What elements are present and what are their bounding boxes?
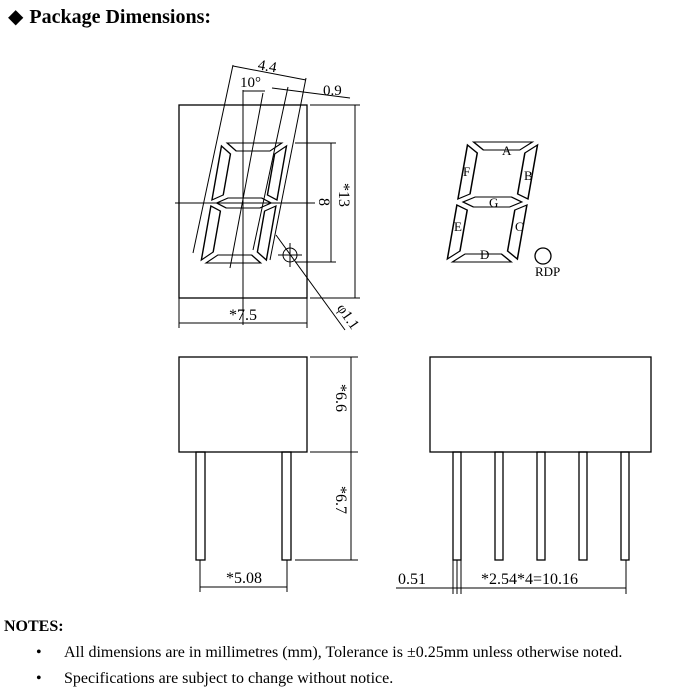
dim-pin-label: *6.7	[332, 486, 349, 514]
dim-width-label: *7.5	[229, 307, 257, 324]
dim-body-label: *6.6	[332, 384, 349, 412]
dim-dot-label: φ1.1	[333, 301, 362, 333]
segment-e-label: E	[454, 219, 462, 234]
note-text: All dimensions are in millimetres (mm), …	[64, 644, 623, 661]
bottom-view: 0.51 *2.54*4=10.16	[396, 356, 652, 594]
segment-diagram: A B F G E C D RDP	[446, 141, 560, 279]
segment-g-label: G	[489, 195, 498, 210]
section-title: ◆Package Dimensions:	[8, 4, 211, 29]
note-text: Specifications are subject to change wit…	[64, 670, 394, 687]
decimal-point	[534, 247, 552, 265]
dim-pitch-label: *2.54*4=10.16	[481, 571, 578, 588]
dim-pin-span-label: *5.08	[226, 570, 262, 587]
segment-f-label: F	[463, 164, 470, 179]
diamond-icon: ◆	[8, 6, 24, 28]
dp-label: RDP	[535, 264, 560, 279]
side-view: *6.6 *6.7 *5.08	[178, 356, 358, 592]
segment-a-label: A	[502, 143, 512, 158]
title-text: Package Dimensions:	[29, 6, 212, 28]
dim-offset-label: 0.9	[323, 83, 342, 99]
dim-digit-height-label: 8	[315, 198, 332, 206]
segment-d-label: D	[480, 247, 489, 262]
front-view: 4.4 10° 0.9 φ1.1 8 *13 *7.5	[175, 57, 362, 333]
note-item: •All dimensions are in millimetres (mm),…	[36, 644, 623, 661]
dim-height-label: *13	[335, 183, 352, 207]
dim-pin-width-label: 0.51	[398, 571, 426, 588]
angle-label: 10°	[240, 75, 261, 91]
segment-b-label: B	[524, 168, 533, 183]
segment-c-label: C	[515, 219, 524, 234]
notes-heading: NOTES:	[4, 618, 64, 635]
dim-top-label: 4.4	[257, 57, 279, 76]
note-item: •Specifications are subject to change wi…	[36, 670, 394, 687]
